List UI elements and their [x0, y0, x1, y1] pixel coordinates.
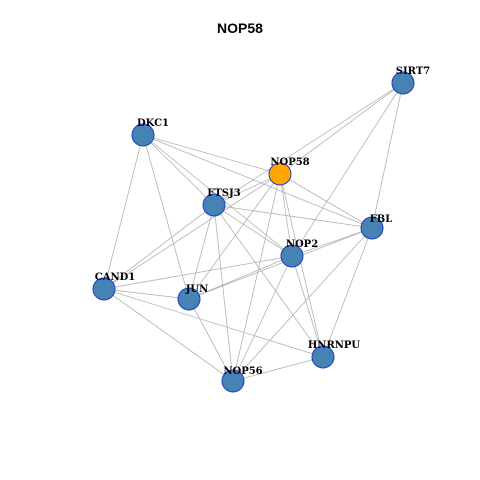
- edge-fbl-nop2: [291, 227, 373, 257]
- edge-cand1-nop56: [103, 288, 234, 382]
- edge-ftsj3-hnrnpu: [213, 204, 324, 358]
- edge-nop58-nop2: [279, 173, 293, 257]
- node-hnrnpu[interactable]: HNRNPU: [308, 340, 361, 369]
- node-circle[interactable]: [391, 71, 415, 95]
- edge-nop58-nop56: [232, 173, 281, 382]
- edge-fbl-jun: [188, 227, 373, 300]
- node-sirt7[interactable]: SIRT7: [391, 66, 430, 95]
- edge-ftsj3-nop2: [213, 204, 293, 257]
- node-label: FTSJ3: [207, 188, 240, 199]
- node-circle[interactable]: [177, 287, 201, 311]
- edge-ftsj3-jun: [188, 204, 215, 300]
- edge-nop58-jun: [188, 173, 281, 300]
- edge-nop58-cand1: [103, 173, 281, 290]
- edge-sirt7-fbl: [371, 82, 404, 229]
- edge-sirt7-ftsj3: [213, 82, 404, 206]
- edge-nop58-ftsj3: [213, 173, 281, 206]
- edge-fbl-hnrnpu: [322, 227, 373, 358]
- node-ftsj3[interactable]: FTSJ3: [202, 188, 241, 217]
- node-circle[interactable]: [268, 162, 292, 186]
- node-circle[interactable]: [202, 193, 226, 217]
- edge-dkc1-fbl: [142, 134, 373, 229]
- node-circle[interactable]: [131, 123, 155, 147]
- graph-title: NOP58: [217, 20, 263, 36]
- node-circle[interactable]: [280, 244, 304, 268]
- edge-ftsj3-fbl: [213, 204, 373, 229]
- node-label: JUN: [185, 284, 209, 295]
- node-circle[interactable]: [311, 345, 335, 369]
- node-label: FBL: [370, 214, 393, 225]
- node-nop58[interactable]: NOP58: [268, 157, 310, 186]
- edges-layer: [103, 82, 404, 382]
- edge-cand1-jun: [103, 288, 190, 300]
- edge-nop2-nop56: [232, 255, 293, 382]
- node-label: NOP2: [286, 239, 318, 250]
- node-label: DKC1: [137, 118, 169, 129]
- node-dkc1[interactable]: DKC1: [131, 118, 169, 147]
- edge-dkc1-ftsj3: [142, 134, 215, 206]
- edge-nop2-jun: [188, 255, 293, 300]
- edge-dkc1-cand1: [103, 134, 144, 290]
- node-nop2[interactable]: NOP2: [280, 239, 318, 268]
- node-label: SIRT7: [396, 66, 430, 77]
- edge-sirt7-nop2: [291, 82, 404, 257]
- edge-ftsj3-nop56: [213, 204, 234, 382]
- edge-dkc1-nop58: [142, 134, 281, 175]
- edge-nop2-hnrnpu: [291, 255, 324, 358]
- edge-jun-nop56: [188, 298, 234, 382]
- edge-dkc1-jun: [142, 134, 190, 300]
- edge-cand1-hnrnpu: [103, 288, 324, 358]
- node-cand1[interactable]: CAND1: [92, 272, 136, 301]
- edge-hnrnpu-nop56: [232, 356, 324, 382]
- node-circle[interactable]: [92, 277, 116, 301]
- edge-fbl-nop56: [232, 227, 373, 382]
- node-jun[interactable]: JUN: [177, 284, 209, 311]
- node-label: HNRNPU: [308, 340, 361, 351]
- node-circle[interactable]: [360, 216, 384, 240]
- node-label: CAND1: [95, 272, 136, 283]
- edge-nop58-fbl: [279, 173, 373, 229]
- edge-nop2-cand1: [103, 255, 293, 290]
- edge-sirt7-nop58: [279, 82, 404, 175]
- node-fbl[interactable]: FBL: [360, 214, 393, 240]
- node-circle[interactable]: [221, 369, 245, 393]
- edge-nop58-hnrnpu: [279, 173, 324, 358]
- node-label: NOP58: [270, 157, 309, 168]
- edge-ftsj3-cand1: [103, 204, 215, 290]
- node-label: NOP56: [223, 366, 262, 377]
- node-nop56[interactable]: NOP56: [221, 366, 263, 393]
